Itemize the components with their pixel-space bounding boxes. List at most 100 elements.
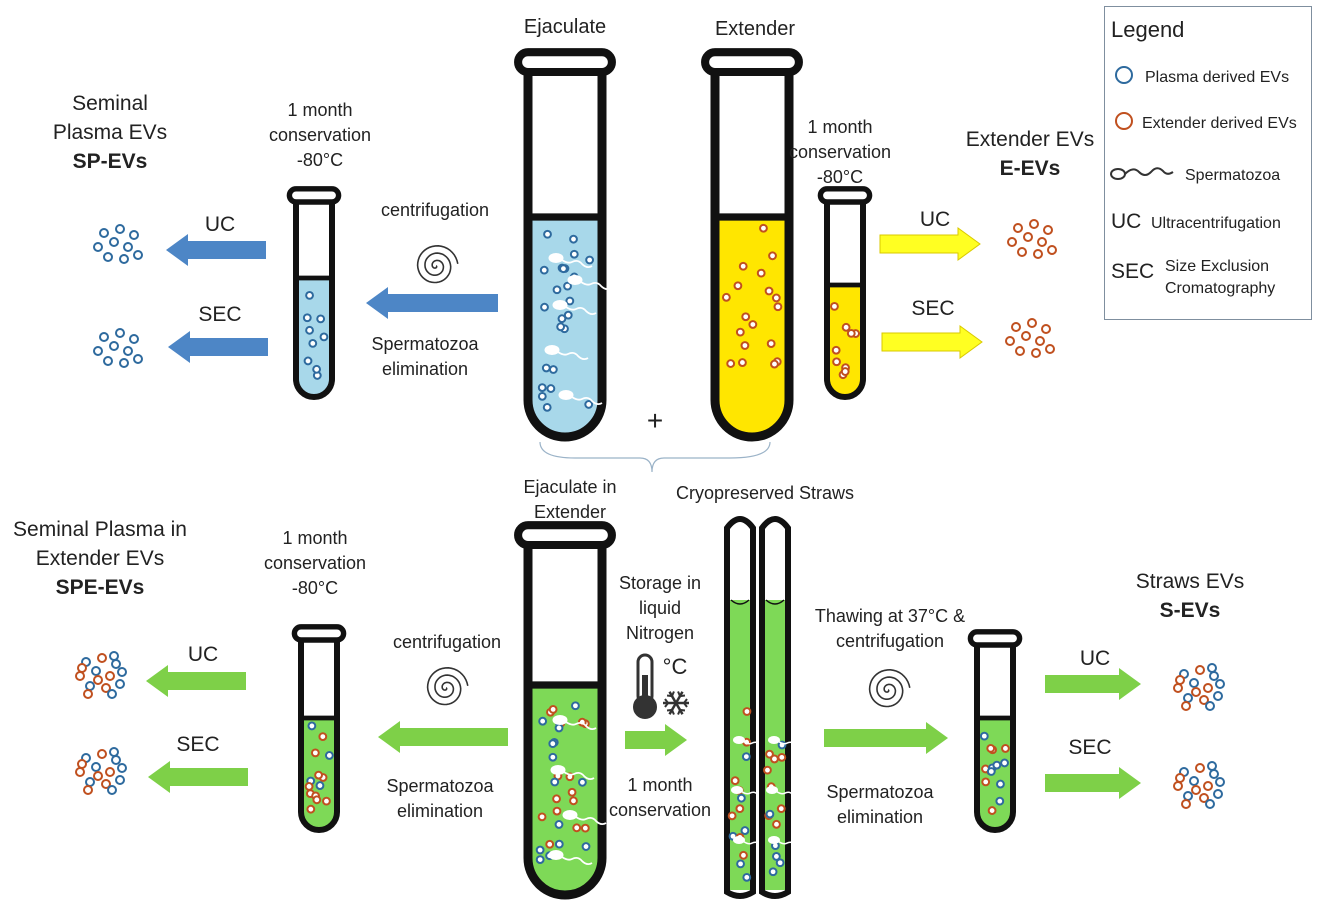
tube-wall [293,202,335,400]
ev-dot [91,666,101,676]
ev-dot [77,663,87,673]
straw-right [759,516,804,899]
sperm-head [767,735,781,745]
sperm-head [548,253,564,263]
ev-dot [775,858,785,868]
merge-brace [539,441,771,473]
ev-dot [565,296,575,306]
tube-wall [824,202,866,400]
ev-dot [1011,322,1021,332]
ev-dot [318,732,328,741]
snowflake-tip [666,691,686,715]
arrow-shape [378,721,508,753]
tube-rim [701,48,803,77]
spe-elimination-arrow [378,721,508,753]
straw-meniscus [730,599,750,605]
sperm-head [562,810,578,820]
tube-liquid [296,278,332,397]
ev-dot [115,224,125,234]
ev-dot [735,327,745,337]
ev-dot [569,249,579,259]
ev-dot [1175,773,1185,783]
snowflake-tip [666,691,686,715]
ev-dot [1203,683,1213,693]
ev-dot [1001,744,1010,753]
ev-dot [1037,237,1047,247]
ev-dot [986,767,996,776]
ev-dot [314,770,323,780]
ev-dot [115,679,125,689]
ev-dot [759,223,768,233]
ev-dot [1215,777,1225,787]
ev-dot [554,723,564,733]
sperm-head [558,390,574,400]
spe-sec-arrow [148,761,248,793]
tubes-layer [286,48,1023,900]
ev-dot [537,391,547,401]
arrow-shape [146,665,246,697]
legend-sec-abbr: SEC [1111,260,1155,283]
ev-dot [557,314,567,324]
spermatozoon [567,275,612,291]
arrow-shape [166,234,266,266]
tube-rim [514,521,616,550]
straw-wall [724,516,756,899]
ev-dot [996,779,1005,789]
ev-dot [841,322,851,332]
ev-dot [1215,679,1225,689]
ev-dot [85,777,95,787]
ev-dot [738,261,748,271]
ev-dot [75,671,85,681]
ev-dot [552,794,561,804]
sperm-head [732,835,746,845]
s-sec-label: SEC [1068,736,1112,759]
ev-dot [1207,663,1217,673]
legend-spermatozoa-icon [1110,167,1174,180]
ev-dot [1207,761,1217,771]
s-sec-ev-cluster [1173,761,1225,809]
spermatozoon [765,785,802,799]
ev-dot [93,771,103,781]
ev-dot [548,705,558,714]
ev-dot [307,721,317,731]
ev-dot [1205,799,1215,809]
ev-dot [559,264,568,274]
ev-dot [1195,763,1205,773]
tube-wall [298,640,340,833]
ev-dot [1007,237,1017,247]
sp-uc-label: UC [204,213,236,236]
ev-dot [773,302,783,312]
spiral-path [426,666,469,706]
ev-dot [1191,785,1201,795]
tube-wall [710,72,794,442]
ev-dot [563,281,572,291]
arrow-shape [824,722,948,754]
tube-rim [291,624,347,643]
ev-dot [571,701,580,711]
spermatozoon [548,850,593,866]
sperm-head [732,735,746,745]
s-uc-label: UC [1079,647,1111,670]
straw-left [724,516,769,899]
spe-centrifugation: centrifugation [392,632,502,652]
ev-dot [742,707,752,716]
s-small-tube [967,629,1023,833]
spermatozoon [552,300,597,316]
ev-dot [548,739,558,749]
arrow-shape [1045,767,1141,799]
ev-dot [831,345,841,355]
sperm-tail [778,740,804,749]
ev-dot [119,254,129,264]
spermatozoon [548,253,593,269]
ev-dot [1005,336,1015,346]
ev-dot [302,313,312,323]
ev-dot [830,301,839,311]
legend-plasma-ev-icon [1115,66,1133,84]
ev-dot [556,322,566,332]
ev-dot [768,251,777,261]
ev-dot [1017,247,1027,257]
s-elimination-arrow [824,722,948,754]
